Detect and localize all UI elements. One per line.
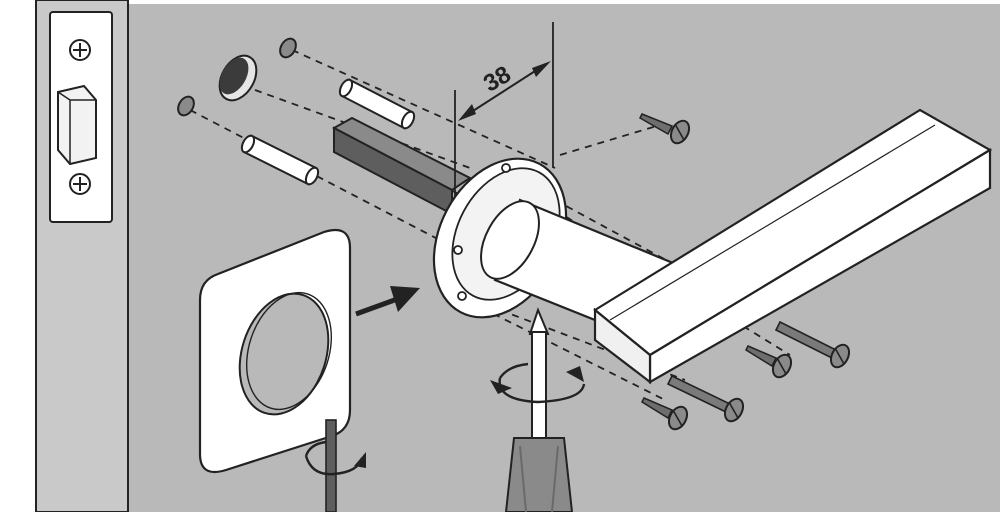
- fixing-bolt-upper: [774, 320, 851, 369]
- spacer-post-upper: [338, 78, 416, 130]
- rose-hole-left-icon: [453, 245, 463, 255]
- screwdriver: [504, 307, 574, 512]
- rose-cap: [218, 54, 258, 102]
- rose-hole-top-icon: [501, 163, 511, 173]
- screw-cap-lower: [177, 95, 195, 117]
- wood-screw-bottom: [641, 397, 689, 431]
- wood-screw-middle: [745, 345, 793, 379]
- hex-key: [325, 419, 337, 512]
- fixing-bolt-lower: [666, 374, 745, 423]
- latch-bolt: [57, 84, 97, 166]
- spacer-post-lower: [240, 134, 320, 186]
- rotate-arrow-hex-icon: [304, 440, 366, 476]
- dimension-arrow-right-icon: [532, 61, 551, 77]
- latch-strike-plate: [49, 11, 113, 223]
- lever-handle: [593, 108, 993, 385]
- wood-screw-top: [639, 113, 691, 145]
- top-white-strip: [0, 0, 1000, 4]
- direction-arrow-icon: [355, 286, 420, 317]
- rose-hole-bottom-icon: [457, 291, 467, 301]
- screw-cap-upper: [279, 37, 297, 59]
- dimension-arrow-left-icon: [458, 104, 476, 121]
- screw-caps: [177, 37, 297, 117]
- rotate-arrow-screwdriver-icon: [490, 362, 586, 404]
- square-rose-cover: [198, 228, 352, 474]
